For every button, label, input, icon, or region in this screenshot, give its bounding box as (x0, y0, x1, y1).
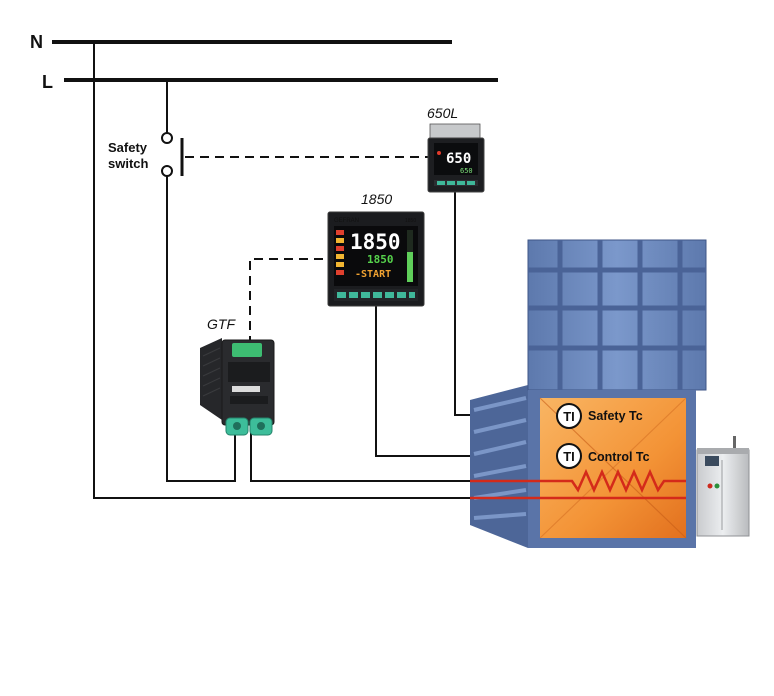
button-icon (397, 292, 406, 298)
button-icon (337, 292, 346, 298)
control-tc-label: Control Tc (588, 450, 650, 464)
controller-650l-name: 650L (427, 105, 458, 121)
button-icon (457, 181, 465, 185)
heating-element (470, 468, 686, 494)
safety-tc-label: Safety Tc (588, 409, 643, 423)
controller-1850-brand: GEFRAN (334, 218, 359, 224)
button-icon (409, 292, 415, 298)
controller-650l-sub-display: 650 (460, 167, 473, 175)
controller-650l: 650L 650 650 (427, 105, 485, 193)
gtf-name: GTF (207, 316, 236, 332)
button-icon (361, 292, 370, 298)
controller-1850-name: 1850 (361, 191, 392, 207)
control-thermocouple: TI Control Tc (556, 443, 650, 469)
safety-switch: Safety switch (108, 132, 184, 177)
alarm-led-icon (437, 151, 441, 155)
control-cabinet (696, 449, 750, 537)
gtf-power-controller: GTF (200, 316, 275, 436)
button-icon (467, 181, 475, 185)
button-icon (373, 292, 382, 298)
button-icon (349, 292, 358, 298)
controller-1850-model-badge: 1850 (405, 218, 416, 224)
furnace (470, 239, 750, 548)
control-tc-symbol-text: TI (563, 449, 575, 464)
gtf-to-heater-wire (250, 433, 470, 482)
safety-switch-label-2: switch (108, 156, 149, 171)
controller-1850-low-display: -START (355, 269, 391, 280)
supply-rails: N L (30, 32, 498, 92)
controller-1850: 1850 GEFRAN 1850 1850 1850 -START (327, 191, 425, 307)
safety-switch-label-1: Safety (108, 140, 148, 155)
safety-tc-symbol-text: TI (563, 409, 575, 424)
controller-1850-main-display: 1850 (350, 230, 401, 254)
switch-contact-bottom (161, 165, 173, 177)
controller-1850-mid-display: 1850 (367, 253, 394, 266)
neutral-wire (93, 42, 470, 499)
safety-tc-symbol (556, 403, 582, 429)
line-label: L (42, 72, 53, 92)
wiring (93, 42, 556, 499)
control-tc-symbol (556, 443, 582, 469)
button-icon (447, 181, 455, 185)
switch-to-gtf-wire (166, 176, 236, 482)
button-icon (385, 292, 394, 298)
neutral-label: N (30, 32, 43, 52)
gtf-control-dashed-link (249, 258, 330, 345)
safety-thermocouple: TI Safety Tc (556, 403, 643, 429)
controller-650l-main-display: 650 (446, 151, 471, 167)
switch-contact-top (161, 132, 173, 144)
button-icon (437, 181, 445, 185)
